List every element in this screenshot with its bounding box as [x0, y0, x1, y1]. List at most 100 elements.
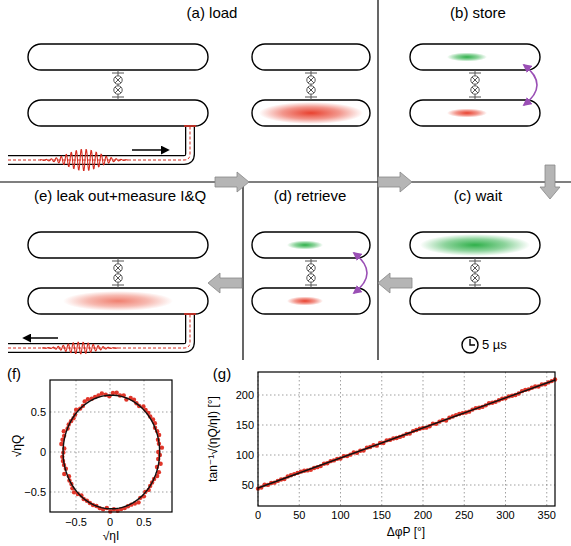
- panel-label: (c) wait: [454, 188, 502, 205]
- grid-line: [340, 372, 341, 506]
- flow-arrow: [215, 172, 249, 192]
- cavity: [410, 44, 540, 70]
- tick-label: 200: [236, 389, 254, 401]
- squid-coupler: [305, 70, 317, 100]
- mode-population: [447, 109, 487, 118]
- panel-label: (e) leak out+measure I&Q: [34, 188, 206, 205]
- mode-population: [259, 102, 363, 124]
- grid-line: [50, 412, 172, 413]
- coupler-wire: [311, 70, 312, 100]
- grid-line: [299, 372, 300, 506]
- panel-label: (g): [213, 366, 231, 383]
- coupler-wire: [311, 258, 312, 288]
- cavity-pair: [252, 232, 370, 314]
- squid-coupler: [305, 258, 317, 288]
- coupler-wire: [475, 70, 476, 100]
- coupler-pad: [305, 261, 317, 262]
- cavity: [28, 288, 208, 314]
- tick-label: −0.5: [65, 516, 87, 528]
- squid-coupler: [469, 70, 481, 100]
- squid-coupler: [469, 258, 481, 288]
- cavity: [410, 100, 540, 126]
- grid-line: [258, 485, 555, 486]
- coax-outer: [8, 127, 190, 160]
- grid-line: [464, 372, 465, 506]
- cavity: [252, 288, 370, 314]
- coupler-wire: [118, 70, 119, 100]
- junction-cross: [472, 87, 478, 93]
- tick-label: 100: [331, 509, 349, 521]
- squid-loop: [307, 274, 315, 282]
- coupling-pin: [184, 313, 196, 315]
- coax-dielectric: [8, 315, 190, 348]
- grid-line: [50, 452, 172, 453]
- flow-arrow-shape: [378, 172, 412, 192]
- data-point: [111, 391, 115, 395]
- divider-line: [242, 182, 243, 360]
- axis-label: ΔφP [°]: [387, 526, 425, 539]
- squid-loop: [307, 264, 315, 272]
- axis-label: tan⁻¹√(ηQ/ηI) [°]: [207, 396, 220, 482]
- flow-arrow: [378, 172, 412, 192]
- coupler-pad: [112, 285, 124, 286]
- grid-line: [546, 372, 547, 506]
- cavity: [252, 44, 370, 70]
- flow-arrow: [208, 273, 242, 293]
- cavity: [28, 44, 208, 70]
- coupler-pad: [112, 97, 124, 98]
- tick-label: 100: [236, 449, 254, 461]
- fit-circle: [63, 395, 160, 509]
- junction-cross: [308, 77, 314, 83]
- junction-cross: [115, 275, 121, 281]
- swap-arrow: [354, 253, 367, 293]
- data-points: [59, 390, 164, 513]
- squid-loop: [471, 76, 479, 84]
- coupling-pin: [184, 125, 196, 127]
- coupler-pad: [112, 261, 124, 262]
- panel-label: (f): [7, 366, 21, 383]
- grid-line: [423, 372, 424, 506]
- grid-line: [505, 372, 506, 506]
- axis-label: √ηQ: [11, 435, 24, 458]
- cavity: [252, 232, 370, 258]
- tick-label: 200: [414, 509, 432, 521]
- squid-loop: [114, 76, 122, 84]
- coupler-pad: [469, 261, 481, 262]
- tick-label: 300: [496, 509, 514, 521]
- flow-arrow: [378, 273, 412, 293]
- mode-population: [287, 297, 323, 306]
- flow-arrow-shape: [215, 172, 249, 192]
- coupler-wire: [118, 258, 119, 288]
- flow-arrow-shape: [378, 273, 412, 293]
- cavity-pair: [252, 44, 370, 126]
- divider-line: [0, 181, 571, 182]
- clock-hands: [470, 339, 475, 345]
- cavity: [28, 100, 208, 126]
- data-point: [160, 445, 164, 449]
- cavity-pair: [28, 232, 208, 314]
- junction-cross: [115, 87, 121, 93]
- data-points: [256, 377, 557, 491]
- cavity-pair: [410, 232, 540, 314]
- cavity: [410, 232, 540, 258]
- coupler-pad: [469, 97, 481, 98]
- cavity: [410, 288, 540, 314]
- squid-loop: [471, 274, 479, 282]
- tick-label: 0: [40, 446, 46, 458]
- tick-label: 350: [538, 509, 556, 521]
- squid-loop: [114, 274, 122, 282]
- fit-line: [258, 380, 555, 488]
- cavity-pair: [410, 44, 540, 126]
- tick-label: 0.5: [136, 516, 151, 528]
- axis-label: √ηI: [103, 530, 120, 543]
- coax-outer: [8, 315, 190, 348]
- direction-arrow: [132, 149, 168, 151]
- coupler-pad: [305, 97, 317, 98]
- squid-loop: [114, 264, 122, 272]
- grid-line: [110, 380, 111, 512]
- junction-cross: [472, 265, 478, 271]
- microwave-pulse: [42, 342, 118, 353]
- swap-arrow: [524, 65, 537, 105]
